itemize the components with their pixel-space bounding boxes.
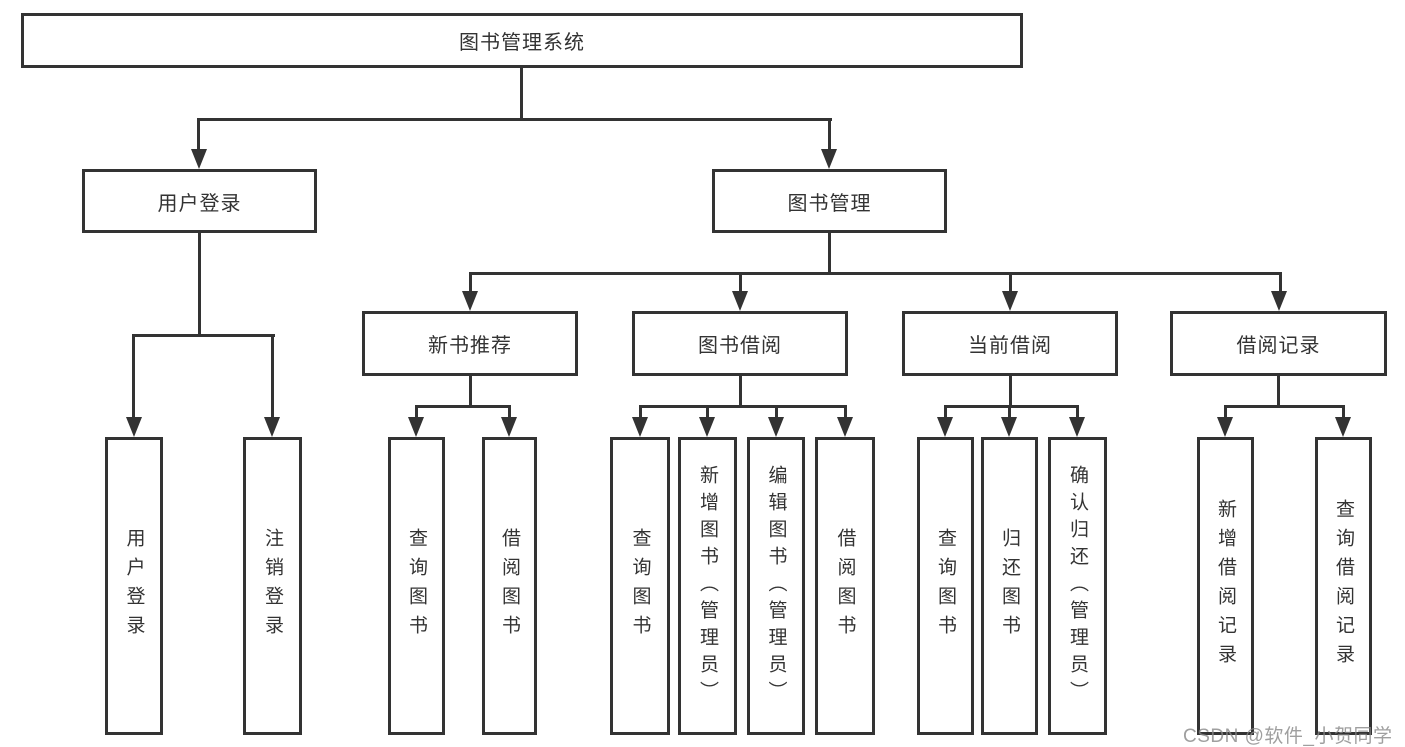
node-leaf-add-borrow-record: 新增借阅记录: [1197, 437, 1254, 735]
connector-records-stem: [1277, 376, 1280, 407]
node-leaf-add-books-admin: 新增图书（管理员）: [678, 437, 737, 735]
connector-drop: [415, 405, 418, 418]
connector-borrowing-hline: [639, 405, 846, 408]
arrowhead-leaf-logout: [264, 417, 280, 437]
connector-drop: [639, 405, 642, 418]
connector-bookmgmt-hline: [469, 272, 1282, 275]
connector-drop-user-login: [197, 118, 200, 152]
connector-drop-borrowing-records: [1279, 272, 1282, 292]
connector-drop: [775, 405, 778, 418]
arrowhead-leaf-user-login: [126, 417, 142, 437]
connector-drop: [706, 405, 709, 418]
connector-userlogin-hline: [132, 334, 275, 337]
connector-bookmgmt-stem: [828, 233, 831, 274]
node-borrowing-records: 借阅记录: [1170, 311, 1387, 376]
node-leaf-return-books: 归还图书: [981, 437, 1038, 735]
connector-drop: [844, 405, 847, 418]
connector-root-stem: [520, 68, 523, 120]
arrowhead-current-borrowing: [1002, 291, 1018, 311]
arrowhead-user-login: [191, 149, 207, 169]
node-book-management: 图书管理: [712, 169, 947, 233]
arrowhead-edit-books-admin: [768, 417, 784, 437]
node-leaf-query-books-current: 查询图书: [917, 437, 974, 735]
arrowhead-query-books-borrowing: [632, 417, 648, 437]
arrowhead-query-books-current: [937, 417, 953, 437]
connector-drop: [1342, 405, 1345, 418]
node-leaf-edit-books-admin: 编辑图书（管理员）: [747, 437, 805, 735]
arrowhead-add-books-admin: [699, 417, 715, 437]
arrowhead-query-books-recommend: [408, 417, 424, 437]
arrowhead-borrow-books-borrowing: [837, 417, 853, 437]
connector-records-hline: [1224, 405, 1345, 408]
connector-drop: [508, 405, 511, 418]
node-user-login: 用户登录: [82, 169, 317, 233]
node-leaf-confirm-return-admin: 确认归还（管理员）: [1048, 437, 1107, 735]
connector-newbook-stem: [469, 376, 472, 407]
connector-drop-leaf-user-login: [132, 334, 135, 419]
connector-drop: [1076, 405, 1079, 418]
arrowhead-book-management: [821, 149, 837, 169]
connector-drop-new-book: [469, 272, 472, 292]
connector-drop-book-management: [828, 118, 831, 152]
connector-root-hline: [197, 118, 832, 121]
arrowhead-add-borrow-record: [1217, 417, 1233, 437]
node-leaf-query-books-recommend: 查询图书: [388, 437, 445, 735]
node-library-management-system: 图书管理系统: [21, 13, 1023, 68]
connector-borrowing-stem: [739, 376, 742, 407]
arrowhead-query-borrow-record: [1335, 417, 1351, 437]
arrowhead-borrow-books-recommend: [501, 417, 517, 437]
arrowhead-book-borrowing: [732, 291, 748, 311]
node-leaf-logout: 注销登录: [243, 437, 302, 735]
node-leaf-borrow-books-borrowing: 借阅图书: [815, 437, 875, 735]
connector-drop: [1008, 405, 1011, 418]
node-leaf-query-borrow-record: 查询借阅记录: [1315, 437, 1372, 735]
node-book-borrowing: 图书借阅: [632, 311, 848, 376]
node-current-borrowing: 当前借阅: [902, 311, 1118, 376]
connector-drop-leaf-logout: [271, 334, 274, 419]
node-leaf-borrow-books-recommend: 借阅图书: [482, 437, 537, 735]
connector-drop-current-borrowing: [1009, 272, 1012, 292]
arrowhead-new-book: [462, 291, 478, 311]
connector-drop-book-borrowing: [739, 272, 742, 292]
connector-current-stem: [1009, 376, 1012, 407]
node-leaf-query-books-borrowing: 查询图书: [610, 437, 670, 735]
node-new-book-recommendation: 新书推荐: [362, 311, 578, 376]
arrowhead-confirm-return-admin: [1069, 417, 1085, 437]
arrowhead-return-books: [1001, 417, 1017, 437]
connector-userlogin-stem: [198, 233, 201, 336]
connector-newbook-hline: [415, 405, 511, 408]
connector-drop: [944, 405, 947, 418]
csdn-watermark: CSDN @软件_小贺同学: [1183, 726, 1393, 747]
connector-current-hline: [944, 405, 1079, 408]
arrowhead-borrowing-records: [1271, 291, 1287, 311]
node-leaf-user-login: 用户登录: [105, 437, 163, 735]
connector-drop: [1224, 405, 1227, 418]
